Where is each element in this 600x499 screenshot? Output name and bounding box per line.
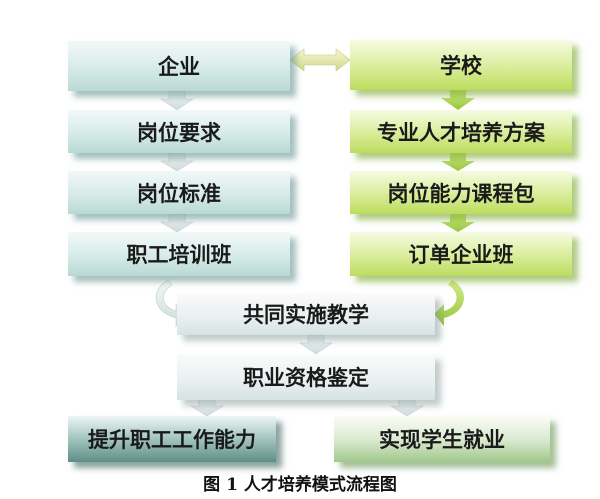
box-talent-training-plan-label: 专业人才培养方案 — [377, 120, 545, 145]
arrow-right-1 — [441, 90, 475, 110]
box-improve-staff-ability: 提升职工工作能力 — [68, 416, 276, 462]
box-school-label: 学校 — [440, 54, 482, 78]
box-enterprise: 企业 — [68, 41, 290, 91]
arrow-left-3 — [159, 213, 195, 233]
arrow-to-right-outcome — [389, 399, 425, 417]
box-school: 学校 — [350, 40, 572, 90]
box-competency-course-package: 岗位能力课程包 — [350, 171, 572, 214]
box-staff-training-label: 职工培训班 — [126, 243, 232, 267]
arrow-right-3 — [441, 214, 475, 232]
arrow-right-2 — [441, 153, 475, 171]
box-order-class-label: 订单企业班 — [408, 243, 514, 267]
box-competency-course-package-label: 岗位能力课程包 — [387, 181, 535, 206]
arrow-left-2 — [159, 152, 195, 172]
box-vocational-qualification: 职业资格鉴定 — [177, 354, 435, 400]
figure-caption: 图 1 人才培养模式流程图 — [203, 475, 397, 495]
box-joint-teaching-label: 共同实施教学 — [243, 303, 369, 327]
box-job-requirements-label: 岗位要求 — [137, 120, 221, 145]
box-staff-training: 职工培训班 — [68, 232, 290, 276]
box-joint-teaching: 共同实施教学 — [177, 293, 435, 335]
box-vocational-qualification-label: 职业资格鉴定 — [243, 366, 369, 390]
box-talent-training-plan: 专业人才培养方案 — [350, 110, 572, 153]
box-enterprise-label: 企业 — [158, 55, 200, 79]
curved-arrow-right — [434, 280, 464, 326]
box-job-standards-label: 岗位标准 — [137, 181, 221, 206]
arrow-left-1 — [160, 90, 194, 111]
arrow-to-left-outcome — [189, 399, 225, 417]
arrow-bidirectional — [289, 48, 351, 72]
box-improve-staff-ability-label: 提升职工工作能力 — [88, 428, 256, 452]
arrow-center — [299, 334, 333, 355]
box-job-requirements: 岗位要求 — [68, 110, 290, 153]
box-job-standards: 岗位标准 — [68, 171, 290, 214]
box-student-employment-label: 实现学生就业 — [379, 428, 505, 452]
box-student-employment: 实现学生就业 — [334, 416, 550, 462]
box-order-class: 订单企业班 — [350, 232, 572, 276]
